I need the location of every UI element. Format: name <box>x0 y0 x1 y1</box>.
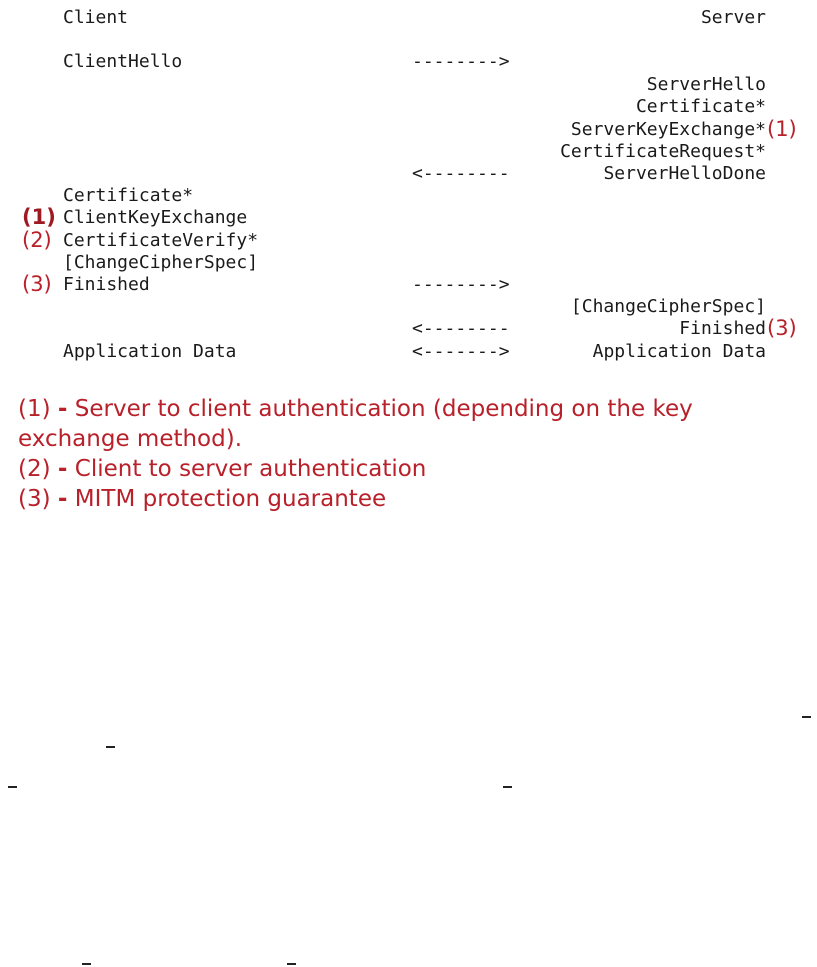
server-application-data: Application Data <box>592 341 766 362</box>
certificate-verify: CertificateVerify* <box>63 230 259 251</box>
stray-tick-mark <box>82 963 91 965</box>
server-change-cipher-spec: [ChangeCipherSpec] <box>570 296 766 317</box>
server-certificate: Certificate* <box>635 96 766 117</box>
arrow-right-1: --------> <box>412 51 510 72</box>
stray-tick-mark <box>8 786 17 788</box>
server-key-exchange-marker: (1) <box>767 117 797 141</box>
client-change-cipher-spec: [ChangeCipherSpec] <box>63 252 259 273</box>
legend-item-1: (1) - Server to client authentication (d… <box>18 394 693 424</box>
server-finished: Finished <box>679 318 766 339</box>
arrow-both: <-------> <box>412 341 510 362</box>
legend-item-3-dash: - <box>57 486 68 512</box>
server-finished-marker: (3) <box>767 316 797 340</box>
server-hello: ServerHello <box>646 74 766 95</box>
client-finished: Finished <box>63 274 150 295</box>
legend-item-2: (2) - Client to server authentication <box>18 454 426 484</box>
stray-tick-mark <box>503 786 512 788</box>
server-key-exchange: ServerKeyExchange* <box>570 119 766 140</box>
legend-item-2-marker: (2) <box>18 456 51 482</box>
server-hello-done: ServerHelloDone <box>603 163 766 184</box>
legend-item-3: (3) - MITM protection guarantee <box>18 484 386 514</box>
client-key-exchange: ClientKeyExchange <box>63 207 248 228</box>
legend-item-1-dash: - <box>57 396 68 422</box>
client-header: Client <box>63 7 129 28</box>
legend-item-3-marker: (3) <box>18 486 51 512</box>
legend-item-3-text: MITM protection guarantee <box>74 486 387 512</box>
stray-tick-mark <box>106 746 115 748</box>
stray-tick-mark <box>802 716 811 718</box>
client-key-exchange-marker: (1) <box>22 205 56 229</box>
client-finished-marker: (3) <box>22 272 52 296</box>
arrow-left-1: <-------- <box>412 163 510 184</box>
server-header: Server <box>700 7 766 28</box>
certificate-request: CertificateRequest* <box>560 141 766 162</box>
legend-item-1-text-line2: exchange method). <box>18 426 243 452</box>
certificate-verify-marker: (2) <box>22 228 52 252</box>
client-hello: ClientHello <box>63 51 183 72</box>
legend-item-2-text: Client to server authentication <box>74 456 427 482</box>
client-certificate: Certificate* <box>63 185 194 206</box>
legend-item-1-marker: (1) <box>18 396 51 422</box>
legend-item-2-dash: - <box>57 456 68 482</box>
arrow-left-2: <-------- <box>412 318 510 339</box>
legend-item-1-text: Server to client authentication (dependi… <box>74 396 693 422</box>
client-application-data: Application Data <box>63 341 237 362</box>
arrow-right-2: --------> <box>412 274 510 295</box>
stray-tick-mark <box>287 963 296 965</box>
legend-item-1-continued: exchange method). <box>18 424 242 454</box>
